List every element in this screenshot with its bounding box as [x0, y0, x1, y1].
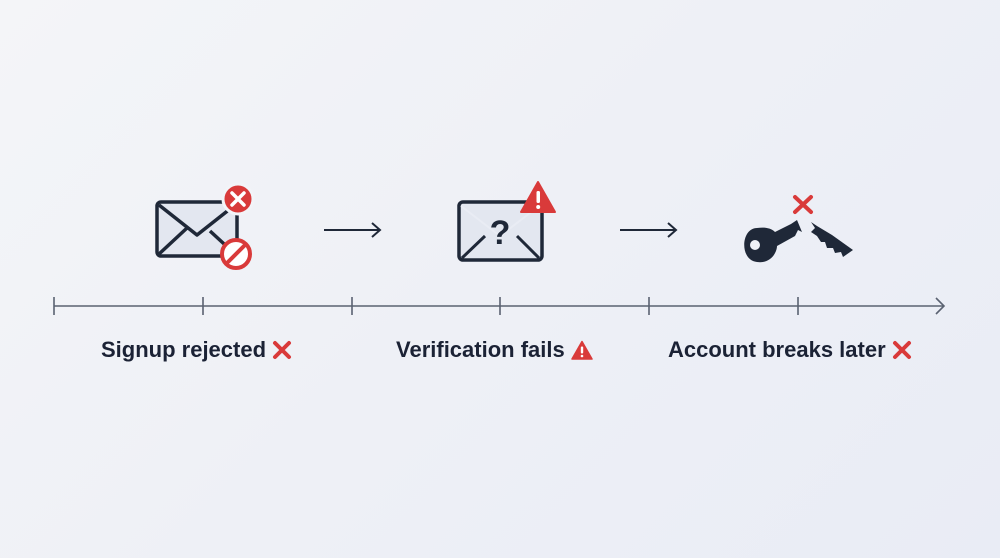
arrow-right-icon [620, 222, 678, 238]
broken-key-icon [744, 195, 853, 263]
svg-text:?: ? [490, 214, 511, 252]
arrow-right-icon [324, 222, 382, 238]
step-label-verification-fails: Verification fails [396, 336, 593, 364]
label-text: Account breaks later [668, 337, 886, 362]
label-text: Signup rejected [101, 337, 267, 362]
step-label-account-breaks-later: Account breaks later [668, 336, 912, 364]
envelope-rejected-icon [155, 182, 255, 270]
timeline-axis [53, 297, 946, 315]
label-text: Verification fails [396, 337, 565, 362]
step-label-signup-rejected: Signup rejected [101, 336, 292, 364]
red-x-icon [892, 341, 911, 359]
envelope-question-icon: ? [457, 181, 556, 262]
x-mark-icon [793, 195, 813, 214]
warning-triangle-icon [570, 340, 593, 360]
red-x-icon [273, 341, 292, 359]
